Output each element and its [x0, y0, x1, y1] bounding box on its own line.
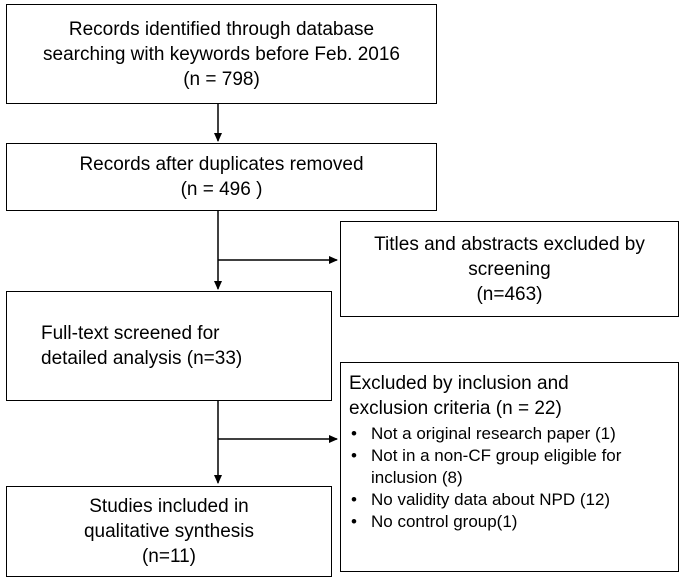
bullet-icon: • [351, 446, 357, 465]
criteria-excluded-heading-1: Excluded by inclusion and [349, 373, 569, 394]
bullet-icon: • [351, 424, 357, 443]
studies-included-box: Studies included in qualitative synthesi… [6, 486, 332, 577]
duplicates-removed-label: Records after duplicates removed [79, 154, 364, 175]
studies-included-count: (n=11) [141, 546, 197, 567]
exclusion-reason-item: • No control group(1) [349, 511, 678, 533]
exclusion-reason-text-continued: inclusion (8) [371, 468, 463, 487]
exclusion-reason-text: Not a original research paper (1) [371, 424, 616, 443]
titles-excluded-line-1: Titles and abstracts excluded by [374, 233, 645, 255]
fulltext-screened-line-1: Full-text screened for [41, 323, 220, 344]
exclusion-reason-text: No validity data about NPD (12) [371, 490, 611, 509]
fulltext-screened-line-2: detailed analysis (n=33) [41, 348, 243, 369]
studies-included-line-2: qualitative synthesis [83, 521, 255, 542]
duplicates-removed-box: Records after duplicates removed (n = 49… [6, 143, 437, 211]
studies-included-line-1: Studies included in [89, 496, 249, 517]
titles-abstracts-excluded-box: Titles and abstracts excluded by screeni… [340, 221, 679, 317]
records-identified-count: (n = 798) [183, 68, 260, 90]
titles-excluded-count: (n=463) [476, 283, 543, 305]
exclusion-reason-item: • Not in a non-CF group eligible for inc… [349, 445, 678, 489]
exclusion-reason-item: • Not a original research paper (1) [349, 423, 678, 445]
records-identified-box: Records identified through database sear… [6, 4, 437, 104]
fulltext-screened-box: Full-text screened for detailed analysis… [6, 291, 332, 401]
duplicates-removed-count: (n = 496 ) [180, 179, 263, 200]
exclusion-reason-item: • No validity data about NPD (12) [349, 489, 678, 511]
records-identified-line-1: Records identified through database [68, 18, 375, 40]
criteria-excluded-heading-2: exclusion criteria (n = 22) [349, 398, 562, 419]
records-identified-line-2: searching with keywords before Feb. 2016 [43, 43, 400, 65]
exclusion-reasons-list: • Not a original research paper (1) • No… [349, 423, 678, 533]
exclusion-reason-text: Not in a non-CF group eligible for [371, 446, 622, 465]
bullet-icon: • [351, 512, 357, 531]
titles-excluded-line-2: screening [468, 258, 551, 280]
exclusion-reason-text: No control group(1) [371, 512, 518, 531]
bullet-icon: • [351, 490, 357, 509]
criteria-excluded-box: Excluded by inclusion and exclusion crit… [340, 362, 679, 572]
